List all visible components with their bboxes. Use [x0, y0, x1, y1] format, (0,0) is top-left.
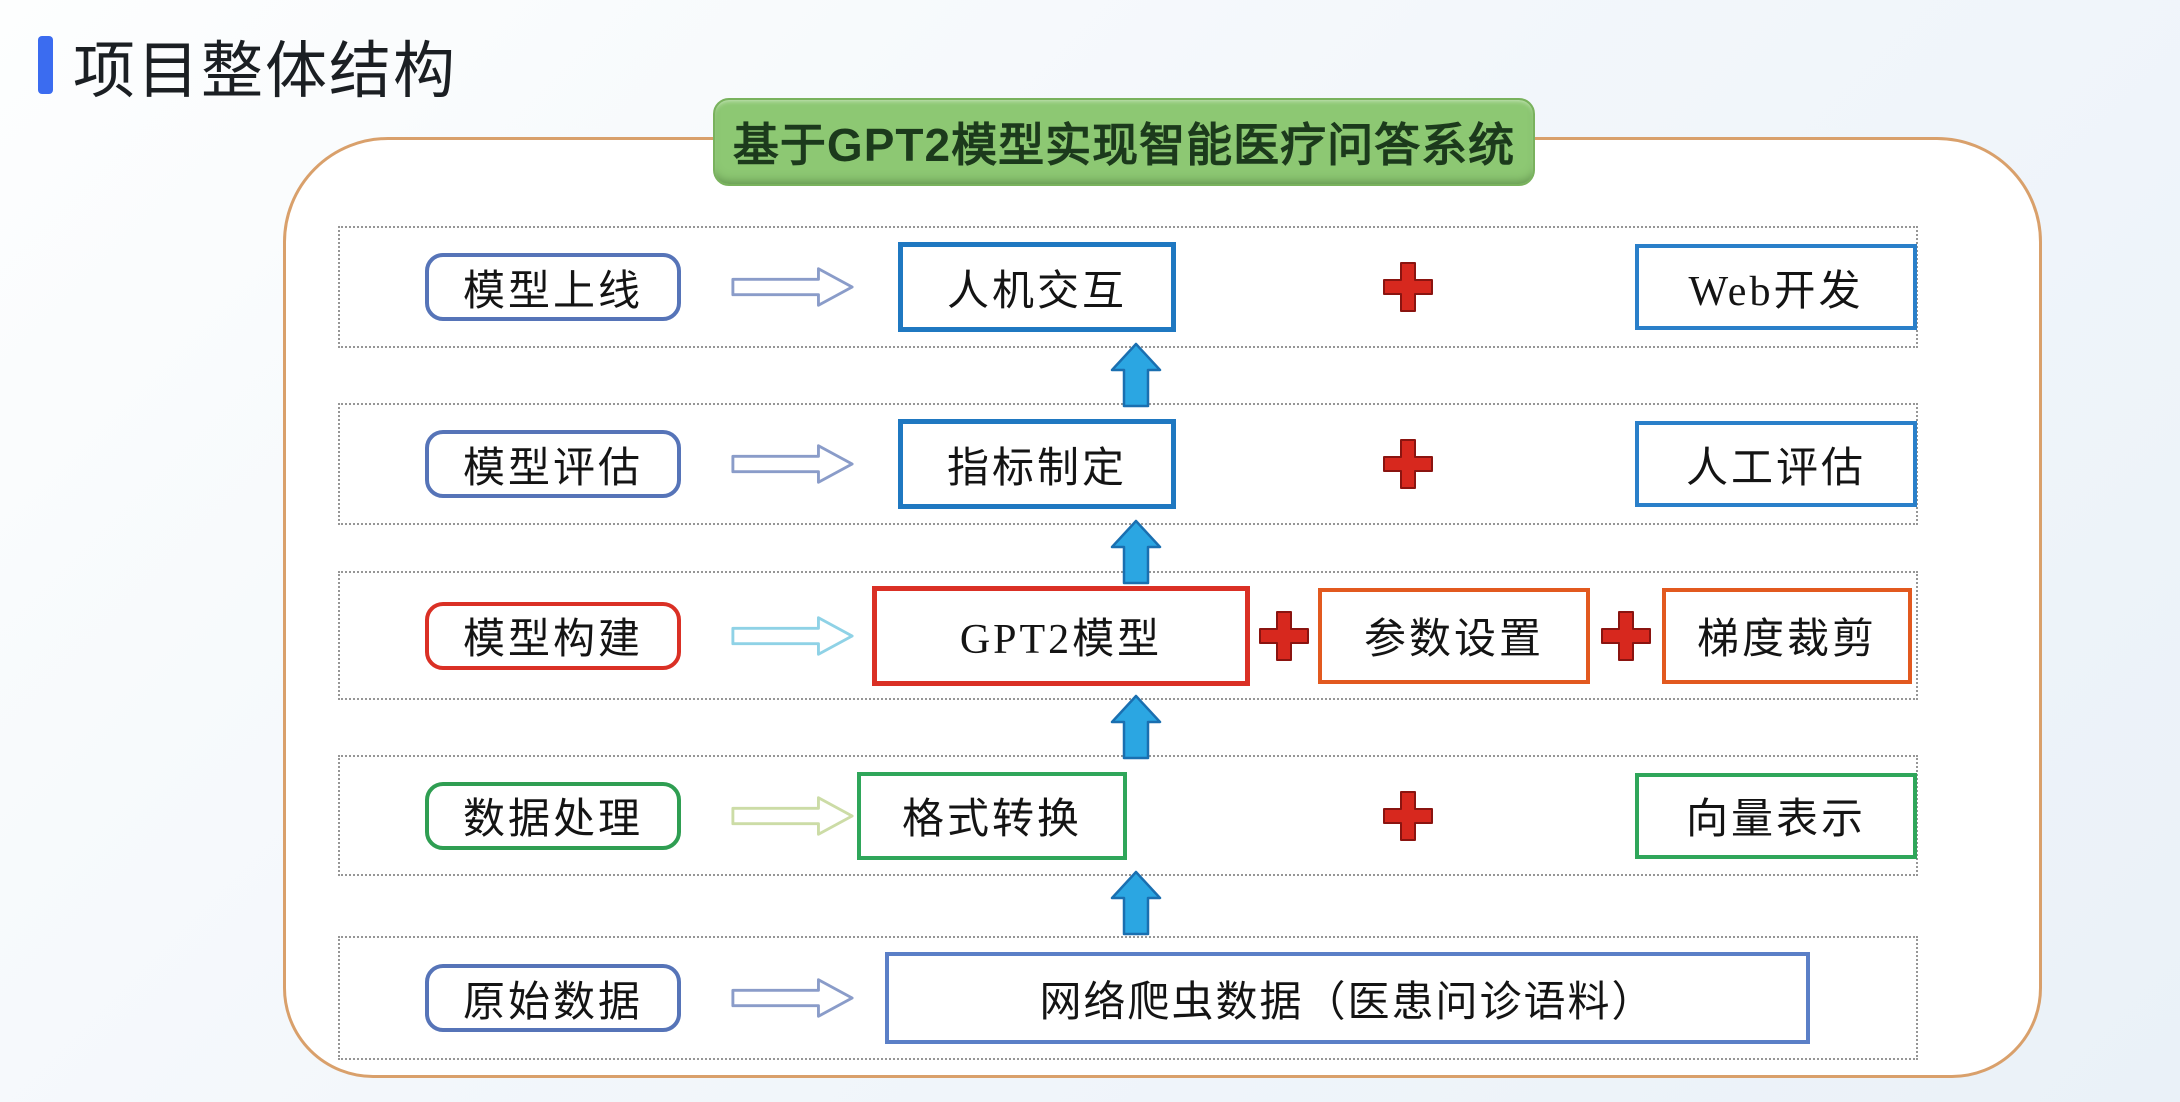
plus-icon — [1383, 790, 1433, 841]
pipeline-row-model-online: 模型上线 人机交互 Web开发 — [338, 226, 1918, 348]
stage-label: 数据处理 — [462, 797, 643, 843]
page-title: 项目整体结构 — [73, 37, 458, 106]
item-box-web-development: Web开发 — [1635, 244, 1917, 330]
item-box-human-evaluation: 人工评估 — [1635, 421, 1917, 507]
item-label: 向量表示 — [1685, 797, 1866, 843]
diagram-title: 基于GPT2模型实现智能医疗问答系统 — [713, 98, 1535, 186]
plus-icon — [1601, 610, 1651, 661]
stage-box-raw-data: 原始数据 — [425, 964, 681, 1032]
pipeline-row-model-evaluation: 模型评估 指标制定 人工评估 — [338, 403, 1918, 525]
item-box-parameter-setting: 参数设置 — [1318, 587, 1590, 684]
up-arrow-icon — [1110, 519, 1162, 585]
item-box-vector-representation: 向量表示 — [1635, 772, 1917, 859]
stage-box-data-processing: 数据处理 — [425, 781, 681, 850]
pipeline-row-model-building: 模型构建 GPT2模型 参数设置 梯度裁剪 — [338, 571, 1918, 700]
item-box-format-conversion: 格式转换 — [857, 771, 1127, 860]
stage-label: 模型评估 — [462, 445, 643, 492]
item-box-web-crawler-data: 网络爬虫数据（医患问诊语料） — [885, 952, 1810, 1044]
right-arrow-icon — [731, 444, 854, 484]
pipeline-row-raw-data: 原始数据 网络爬虫数据（医患问诊语料） — [338, 936, 1918, 1060]
stage-box-model-online: 模型上线 — [425, 253, 681, 321]
item-label: Web开发 — [1688, 268, 1864, 315]
item-label: 格式转换 — [901, 797, 1082, 843]
stage-box-model-evaluation: 模型评估 — [425, 430, 681, 498]
right-arrow-icon — [731, 978, 854, 1018]
item-label: 指标制定 — [946, 445, 1127, 492]
title-accent-bar — [38, 36, 53, 94]
right-arrow-icon — [731, 267, 854, 307]
up-arrow-icon — [1110, 342, 1162, 408]
stage-box-model-building: 模型构建 — [425, 601, 681, 670]
pipeline-row-data-processing: 数据处理 格式转换 向量表示 — [338, 755, 1918, 876]
right-arrow-icon — [731, 615, 854, 656]
plus-icon — [1383, 439, 1433, 489]
item-label: 人工评估 — [1685, 445, 1866, 492]
stage-label: 原始数据 — [462, 979, 643, 1026]
right-arrow-icon — [731, 795, 854, 836]
stage-label: 模型构建 — [462, 617, 643, 663]
up-arrow-icon — [1110, 694, 1162, 760]
item-label: 人机交互 — [946, 268, 1127, 315]
item-label: 网络爬虫数据（医患问诊语料） — [1039, 979, 1656, 1026]
page-header: 项目整体结构 — [38, 20, 457, 110]
item-label: 梯度裁剪 — [1696, 617, 1877, 663]
diagram-container: 基于GPT2模型实现智能医疗问答系统 模型上线 人机交互 Web开发 模型评估 … — [283, 98, 2042, 1078]
item-box-human-computer-interaction: 人机交互 — [898, 242, 1176, 332]
plus-icon — [1259, 610, 1309, 661]
item-box-gpt2-model: GPT2模型 — [872, 585, 1250, 686]
up-arrow-icon — [1110, 870, 1162, 936]
item-label: 参数设置 — [1363, 617, 1544, 663]
stage-label: 模型上线 — [462, 268, 643, 315]
item-box-metric-design: 指标制定 — [898, 419, 1176, 509]
item-label: GPT2模型 — [959, 617, 1163, 663]
item-box-gradient-clipping: 梯度裁剪 — [1662, 587, 1912, 684]
plus-icon — [1383, 262, 1433, 312]
